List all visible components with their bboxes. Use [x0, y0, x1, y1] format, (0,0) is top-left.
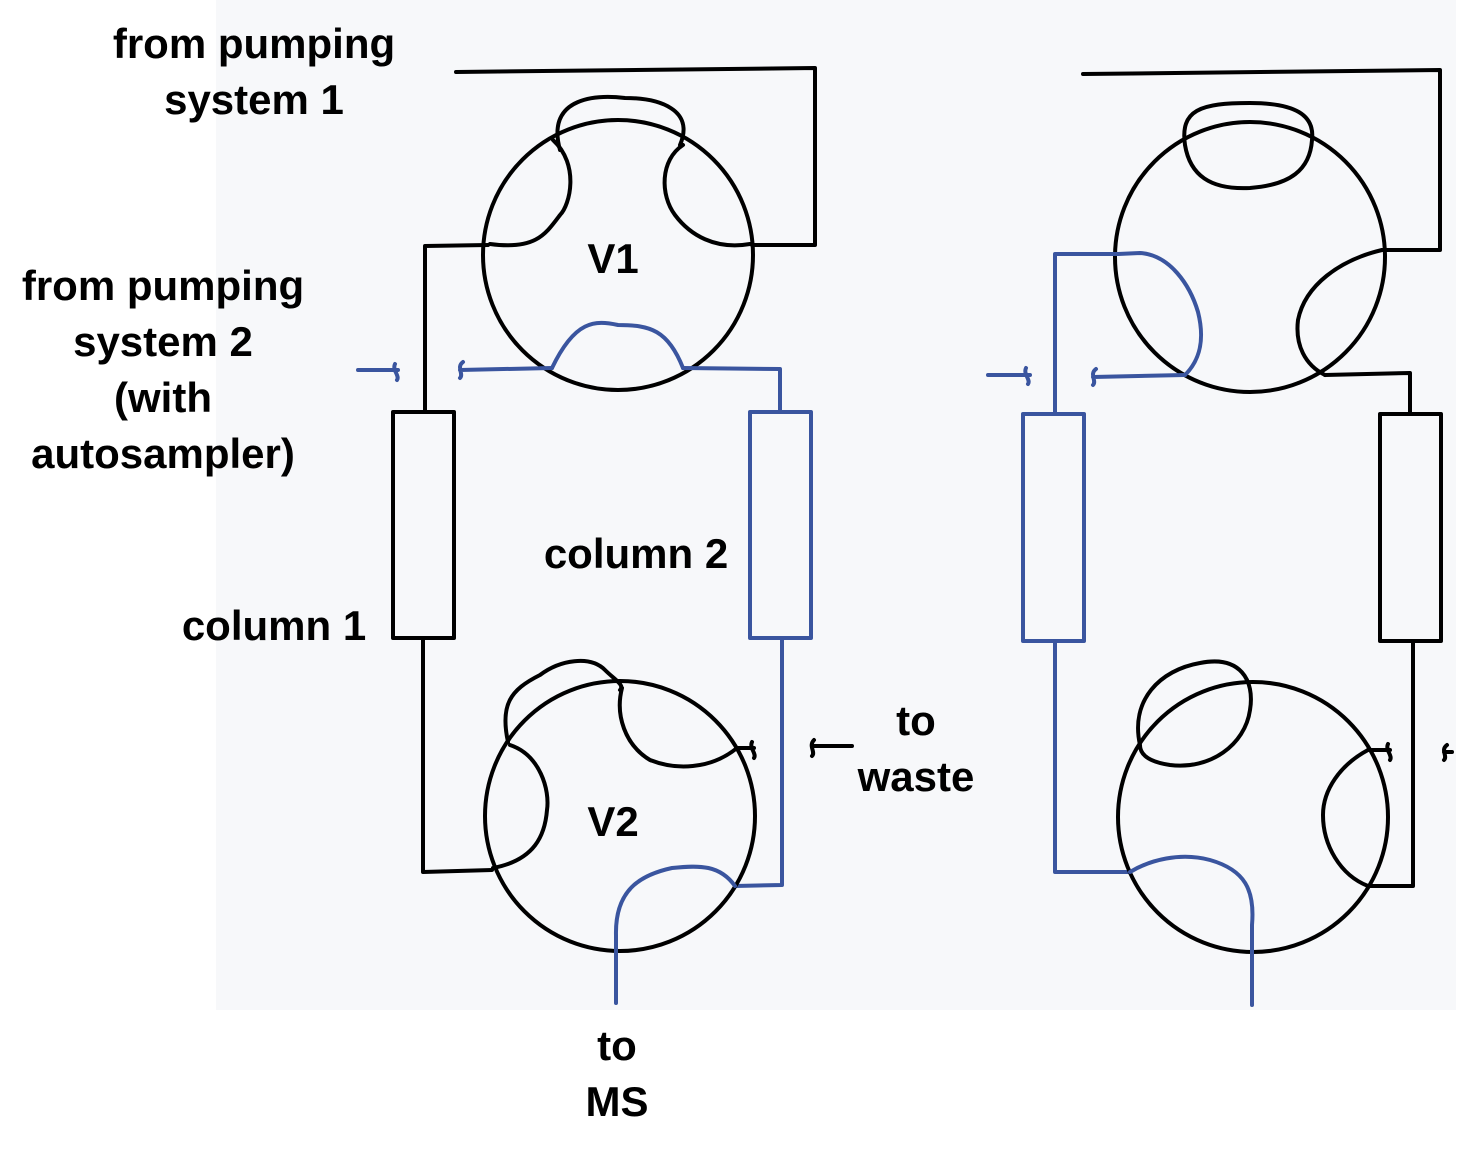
pump1-line [454, 66, 817, 247]
background-panel [216, 0, 1456, 1010]
to-waste-arrow [809, 738, 854, 758]
left-column-to-v2-line [1053, 639, 1132, 874]
valve-v1 [481, 118, 755, 392]
column2-label: column 2 [543, 530, 729, 577]
valve-to-right-column-line [1323, 371, 1412, 416]
pump2-inlet-stub-right [986, 366, 1032, 386]
pump2-inlet-stub [356, 362, 400, 382]
right-column-to-v2-line [1366, 639, 1415, 888]
valve-v1-right-loop [662, 143, 752, 248]
left-configuration [356, 66, 854, 1005]
v2-to-ms-line [613, 864, 737, 1005]
valve-v2-top-left-loop [503, 658, 624, 744]
valve-v1-top-loop [555, 94, 686, 152]
v1-to-column1-line [423, 243, 490, 414]
pump1-label-line: from pumping [112, 20, 396, 67]
pump2-label-line: autosampler) [31, 430, 295, 477]
valve-v1-right-left-loop [1116, 251, 1204, 377]
column-right-right-config [1378, 412, 1443, 643]
valve-v1-bottom-loop [550, 320, 685, 370]
ms-label-line: to [597, 1022, 637, 1069]
waste-label-line: waste [857, 753, 975, 800]
valve-v2-left-loop [491, 743, 550, 870]
valve-v2-waste-port [735, 740, 757, 760]
valve-v2-right-waste-arrow [1442, 743, 1454, 762]
waste-label: to waste [846, 693, 986, 805]
pump1-line-right [1081, 68, 1442, 252]
pump2-label: from pumping system 2 (with autosampler) [0, 258, 326, 482]
valve-v1-right-right-loop [1295, 248, 1384, 377]
valve-v1-right-top-loop [1182, 101, 1315, 191]
valve-v1-label: V1 [587, 235, 638, 282]
valve-to-left-column-line [1053, 252, 1120, 416]
valve-v2-right-right-loop [1321, 748, 1370, 888]
column2-to-v2-line [733, 636, 784, 888]
column1-to-v2-line [421, 636, 494, 874]
valve-v2-top-right-loop [617, 686, 739, 769]
v2-right-to-ms-line [1128, 854, 1255, 1007]
pump2-label-line: (with [114, 374, 212, 421]
valve-v2-right-waste-port [1366, 742, 1393, 762]
pump1-label: from pumping system 1 [82, 16, 426, 128]
waste-label-line: to [896, 697, 936, 744]
pump2-label-line: from pumping [21, 262, 305, 309]
valve-v2-right-top-loop [1136, 659, 1253, 768]
v1-to-column2-line [681, 366, 782, 414]
valve-v1-left-loop [488, 138, 573, 248]
right-configuration [986, 68, 1454, 1007]
valve-v1-right [1113, 120, 1387, 394]
ms-label-line: MS [585, 1078, 649, 1125]
pump1-label-line: system 1 [164, 76, 344, 123]
valve-v2-label: V2 [587, 798, 638, 845]
column1-label: column 1 [181, 602, 367, 649]
ms-label: to MS [566, 1018, 668, 1130]
pump2-inlet-line [458, 360, 554, 380]
pump2-label-line: system 2 [73, 318, 253, 365]
pump2-inlet-line-right [1091, 367, 1187, 387]
